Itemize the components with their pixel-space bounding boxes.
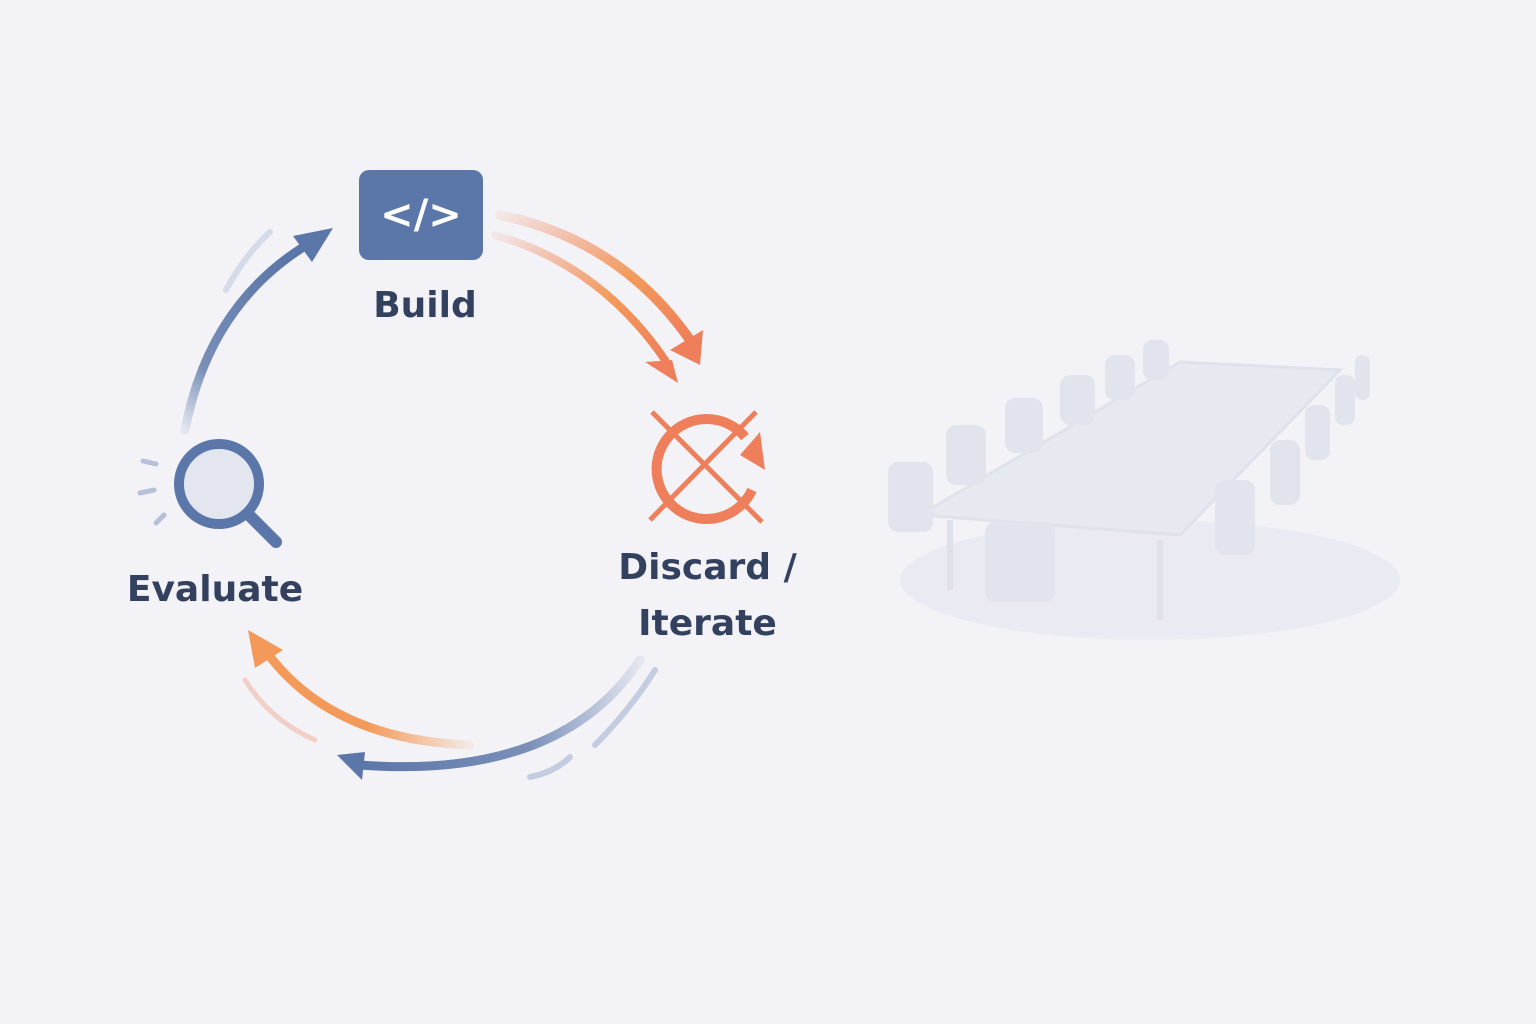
evaluate-label: Evaluate xyxy=(126,569,304,610)
arrow-build-to-discard xyxy=(491,210,703,383)
build-label: Build xyxy=(373,285,477,326)
arrow-orange-return xyxy=(242,630,475,750)
crossed-refresh-icon xyxy=(648,410,765,525)
arrow-evaluate-to-build xyxy=(180,228,333,435)
code-icon: </> xyxy=(380,192,462,238)
discard-label-line1: Discard / xyxy=(618,547,797,588)
conference-table-icon xyxy=(888,340,1400,640)
arrow-discard-to-evaluate xyxy=(337,655,658,780)
magnifier-icon xyxy=(137,439,282,548)
iterate-label-line2: Iterate xyxy=(638,603,777,644)
build-node-icon-box: </> xyxy=(359,170,483,260)
